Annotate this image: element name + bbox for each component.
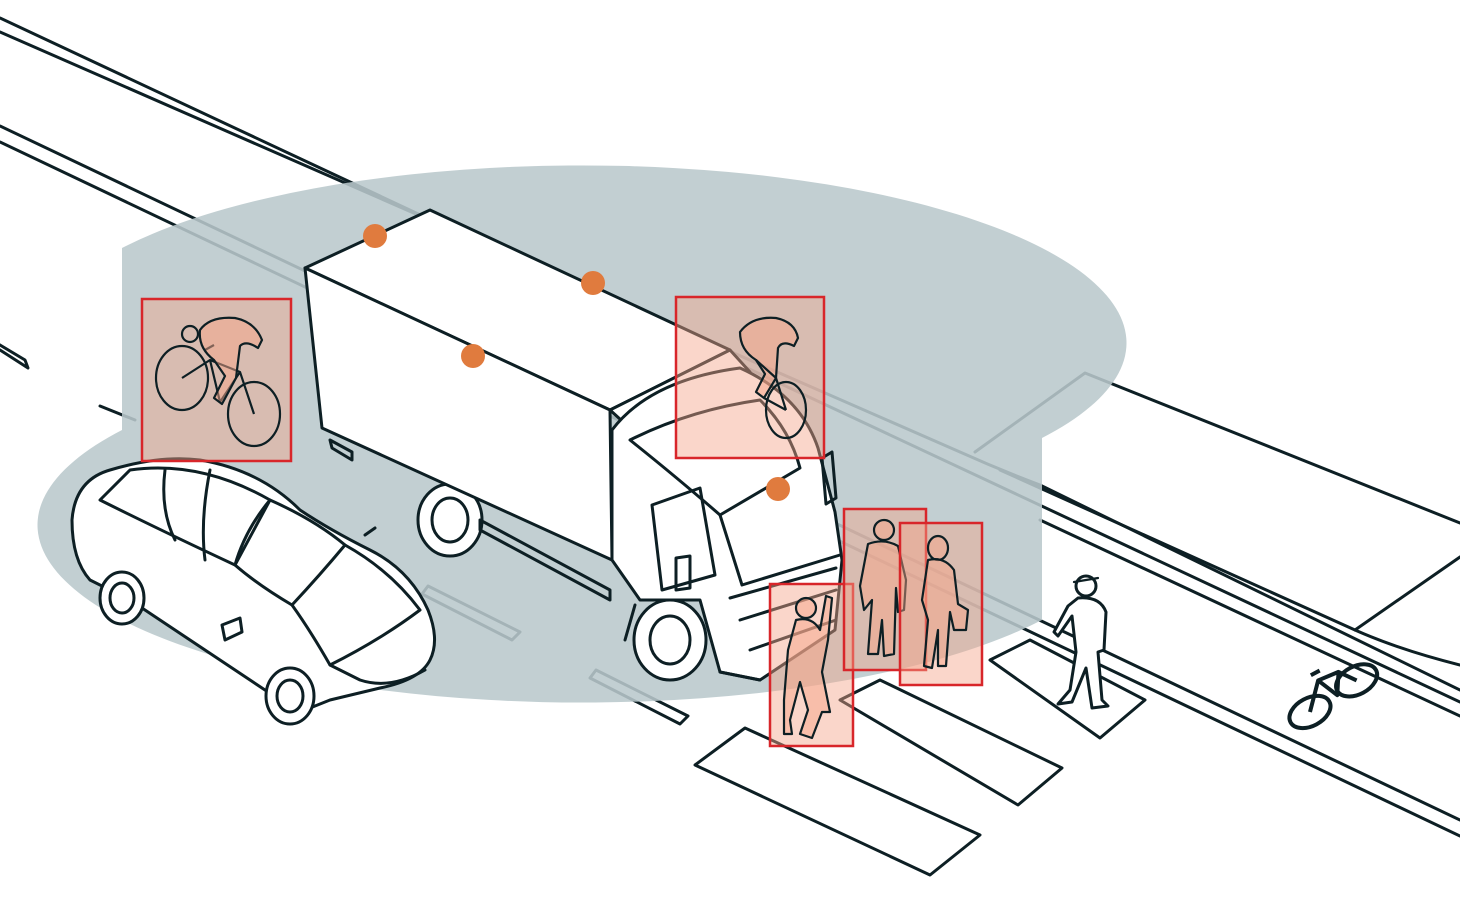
sensor-dot-roof-front-left: [363, 224, 387, 248]
detection-cyclist-left: [140, 297, 293, 463]
minivan-icon: [70, 457, 436, 726]
truck-side-window: [650, 486, 717, 592]
box-truck-icon: [303, 208, 844, 682]
sensors: [363, 224, 790, 501]
pedestrian-icon: [858, 518, 908, 658]
crosswalk-stripe-2: [838, 678, 1064, 807]
pedestrian-icon: [782, 594, 834, 740]
detections: [140, 295, 984, 748]
bicycle-marking-icon: [1287, 662, 1380, 731]
sensor-dot-cab-front: [766, 477, 790, 501]
pedestrian-icon: [920, 534, 970, 670]
bike-lane-line: [1038, 518, 1460, 718]
crosswalk-stripe-3: [988, 638, 1147, 740]
truck-front-wheel: [632, 598, 708, 682]
truck-windshield: [628, 398, 802, 517]
crosswalk-stripe-1: [693, 726, 982, 877]
pedestrian-cap-icon: [1052, 574, 1110, 710]
van-mirror: [220, 616, 244, 642]
van-windshield: [233, 498, 347, 607]
detection-cyclist-right: [674, 295, 826, 460]
cyclist-icon: [738, 316, 808, 440]
van-side-windows: [98, 466, 272, 567]
truck-right-mirror: [820, 450, 838, 506]
detection-pedestrian-woman-right: [898, 521, 984, 687]
detection-box: [674, 295, 826, 460]
sensor-dot-roof-front-right: [581, 271, 605, 295]
truck-mirror: [674, 554, 692, 592]
van-front-wheel: [264, 666, 316, 726]
sensor-dot-roof-middle: [461, 344, 485, 368]
driveway-ramp: [998, 468, 1460, 667]
detection-pedestrian-woman-front: [768, 582, 855, 748]
detection-pedestrian-man: [842, 507, 928, 672]
cyclist-icon: [154, 316, 282, 448]
van-rear-wheel: [98, 570, 146, 626]
lane-dash-1: [0, 343, 30, 370]
